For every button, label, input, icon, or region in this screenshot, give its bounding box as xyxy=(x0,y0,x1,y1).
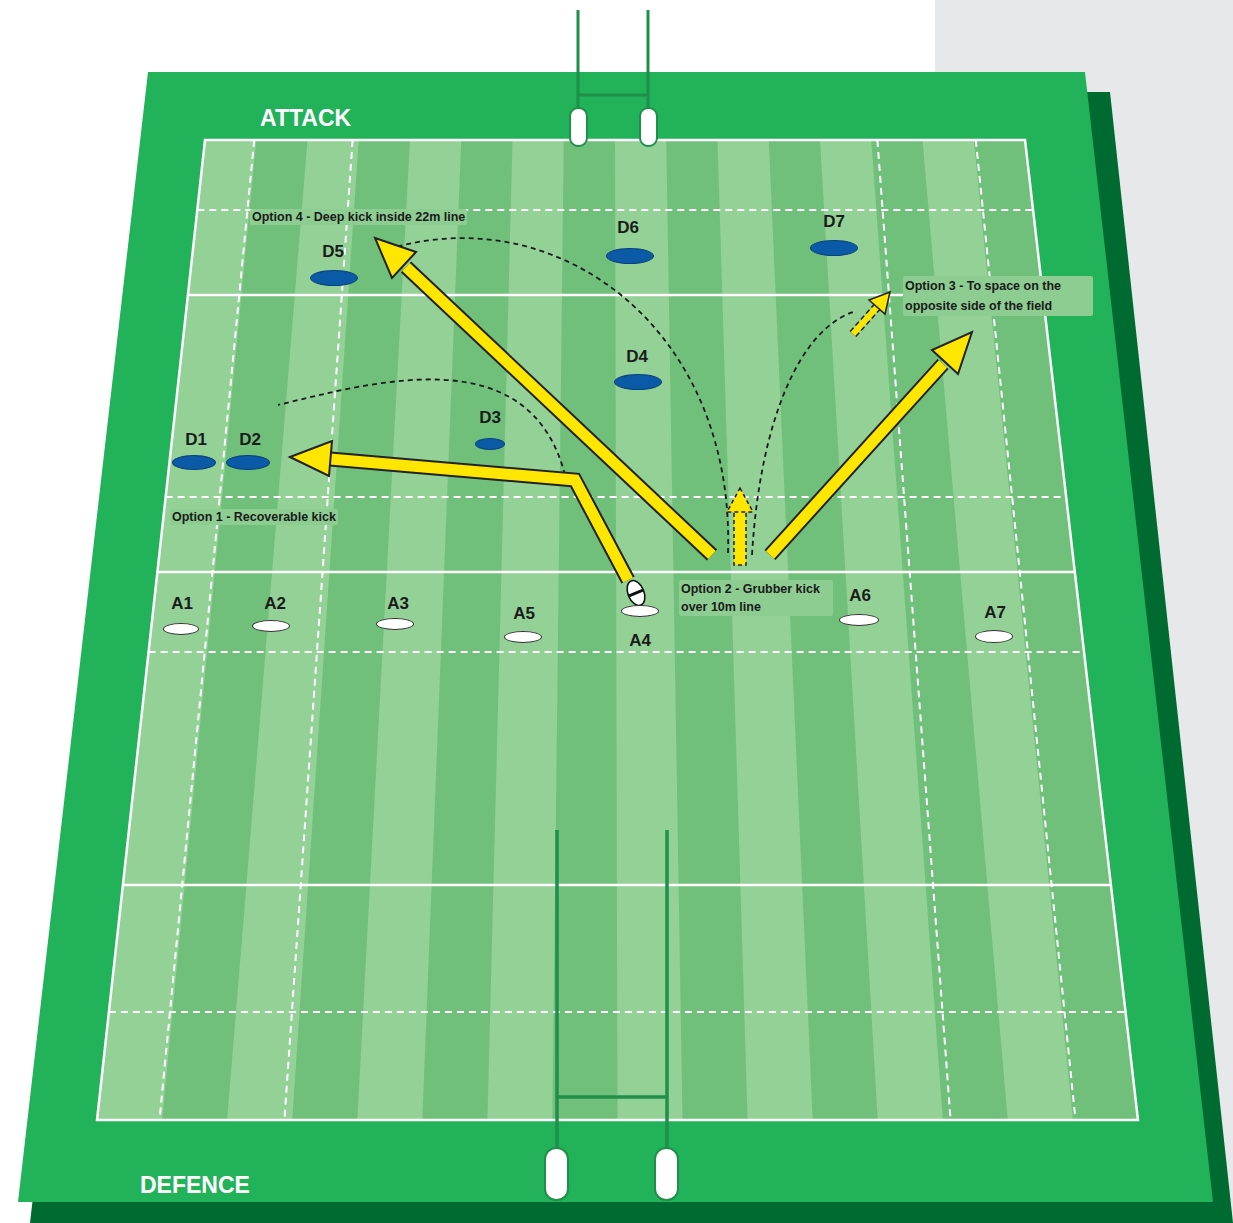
grubber-arrow xyxy=(727,488,753,565)
player-label: D2 xyxy=(239,430,261,450)
defender-marker xyxy=(475,438,505,450)
pitch xyxy=(97,140,1138,1120)
defender-marker xyxy=(226,455,270,470)
option-label: Option 1 - Recoverable kick xyxy=(170,509,338,525)
option-label: Option 4 - Deep kick inside 22m line xyxy=(250,209,467,225)
board xyxy=(18,72,1213,1202)
player-label: D3 xyxy=(479,408,501,428)
player-label: A7 xyxy=(984,603,1006,623)
player-label: A4 xyxy=(629,631,651,651)
player-label: D4 xyxy=(626,347,648,367)
kick-arrow xyxy=(770,332,972,555)
option-label: Option 2 - Grubber kick over 10m line xyxy=(679,580,833,616)
player-label: A5 xyxy=(513,604,535,624)
pitch-lines xyxy=(97,140,1138,1120)
rugby-ball xyxy=(624,578,649,608)
player: D3 xyxy=(475,408,505,450)
defender-marker xyxy=(310,270,358,286)
defender-marker xyxy=(810,240,858,256)
player: A7 xyxy=(975,603,1013,643)
defender-marker xyxy=(614,374,662,390)
player-label: A2 xyxy=(264,594,286,614)
attacker-marker xyxy=(839,614,879,626)
player: A5 xyxy=(504,604,542,643)
player: A1 xyxy=(163,594,199,635)
player: D2 xyxy=(226,430,270,470)
player-label: A3 xyxy=(387,594,409,614)
option-label: Option 3 - To space on the opposite side… xyxy=(903,276,1093,316)
attacker-marker xyxy=(504,631,542,643)
end-label: DEFENCE xyxy=(140,1171,250,1200)
goal-posts xyxy=(570,10,657,146)
attacker-marker xyxy=(975,630,1013,643)
player: D5 xyxy=(310,242,358,286)
player-label: D5 xyxy=(322,242,344,262)
attacker-marker xyxy=(621,605,659,617)
goal-posts xyxy=(545,830,678,1200)
player: D7 xyxy=(810,212,858,256)
player: A6 xyxy=(839,586,879,626)
player: D1 xyxy=(172,430,216,470)
player: A3 xyxy=(376,594,414,630)
player-label: D6 xyxy=(617,218,639,238)
flight-path xyxy=(278,238,853,555)
pitch-stripes xyxy=(162,140,1138,1120)
chip-arrow xyxy=(853,292,890,334)
player-label: D1 xyxy=(185,430,207,450)
player-label: A1 xyxy=(171,594,193,614)
player: A4 xyxy=(621,605,659,651)
end-label: ATTACK xyxy=(260,104,351,133)
attacker-marker xyxy=(163,623,199,635)
player: A2 xyxy=(252,594,290,632)
defender-marker xyxy=(606,248,654,264)
player: D6 xyxy=(606,218,654,264)
kick-arrow xyxy=(375,238,712,555)
player-label: A6 xyxy=(849,586,871,606)
player-label: D7 xyxy=(823,212,845,232)
kick-arrow xyxy=(290,441,628,580)
attacker-marker xyxy=(376,618,414,630)
defender-marker xyxy=(172,455,216,470)
player: D4 xyxy=(614,347,662,390)
attacker-marker xyxy=(252,620,290,632)
